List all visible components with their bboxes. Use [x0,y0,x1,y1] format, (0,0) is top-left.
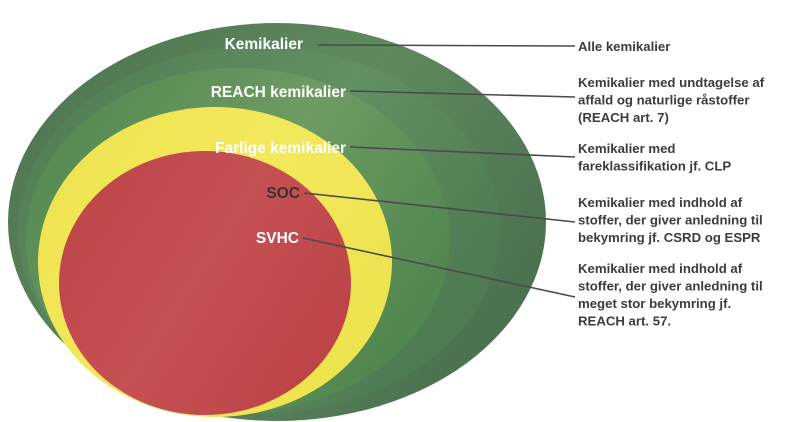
callout-svhc: Kemikalier med indhold af stoffer, der gi… [578,261,763,329]
callout-line: fareklassifikation jf. CLP [578,159,731,174]
callout-line: Kemikalier med undtagelse af [578,75,765,90]
callout-line: stoffer, der giver anledning til [578,279,763,294]
callout-line: bekymring jf. CSRD og ESPR [578,230,761,245]
callout-farlige-kemikalier: Kemikalier med fareklassifikation jf. CLP [578,141,731,174]
callout-line: stoffer, der giver anledning til [578,213,763,228]
ellipse-svhc [59,151,351,415]
ellipse-label-kemikalier: Kemikalier [225,36,303,53]
leader-kemikalier [317,44,576,47]
leader-svhc [302,237,576,298]
leader-soc [303,192,576,223]
callout-line: Kemikalier med indhold af [578,261,743,276]
ellipse-label-farlige-kemikalier: Farlige kemikalier [215,140,346,157]
callout-reach-kemikalier: Kemikalier med undtagelse af affald og na… [578,75,765,125]
callout-line: meget stor bekymring jf. [578,296,731,311]
callout-line: affald og naturlige råstoffer [578,93,749,108]
callout-soc: Kemikalier med indhold af stoffer, der gi… [578,195,763,245]
callout-line: REACH art. 57. [578,314,671,329]
ellipse-label-reach-kemikalier: REACH kemikalier [211,84,346,101]
callout-line: Kemikalier med [578,141,676,156]
callout-line: Kemikalier med indhold af [578,195,743,210]
callout-line: (REACH art. 7) [578,110,669,125]
leader-reach-kemikalier [349,90,576,98]
callout-kemikalier: Alle kemikalier [578,39,670,54]
ellipse-label-soc: SOC [266,185,300,202]
leader-farlige-kemikalier [349,146,576,158]
ellipse-group [8,23,546,421]
callout-line: Alle kemikalier [578,39,670,54]
leader-line-group [302,44,576,298]
ellipse-label-svhc: SVHC [256,230,299,247]
